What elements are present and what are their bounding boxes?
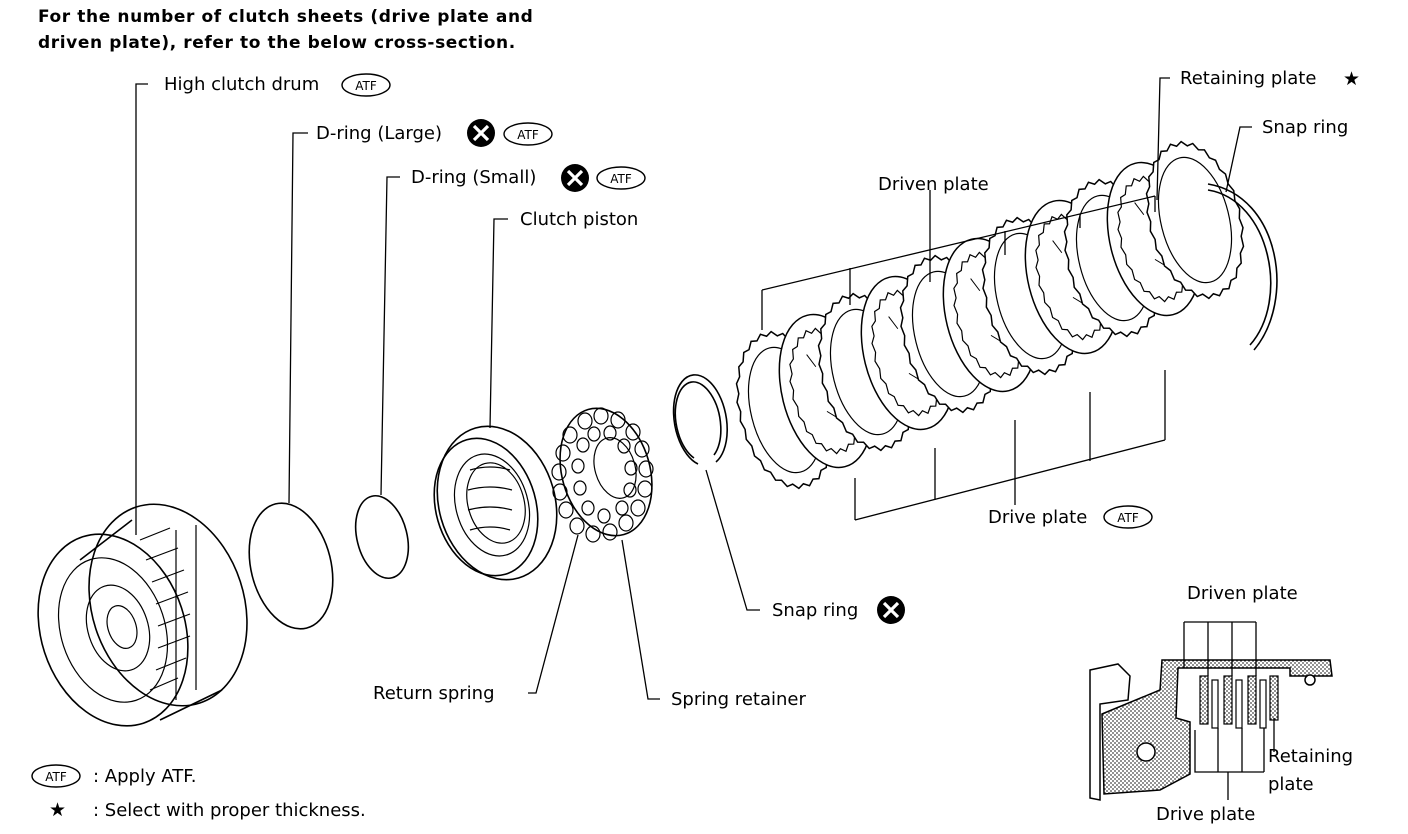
label-spring-retainer: Spring retainer <box>671 689 806 710</box>
label-drive-plate: Drive plate <box>988 507 1087 528</box>
d-ring-small-part <box>354 495 410 579</box>
leader-d-ring-large <box>288 132 308 504</box>
legend: ATF : Apply ATF. ★ : Select with proper … <box>31 764 366 821</box>
leader-clutch-piston <box>489 218 508 429</box>
label-d-ring-small: D-ring (Small) <box>411 167 536 188</box>
label-snap-ring-mid: Snap ring <box>772 600 858 621</box>
label-driven-plate: Driven plate <box>878 174 989 195</box>
atf-badge-icon: ATF <box>341 73 391 97</box>
svg-text:ATF: ATF <box>1117 511 1139 525</box>
leader-retaining-plate <box>1156 77 1170 201</box>
label-high-clutch-drum: High clutch drum <box>164 74 319 95</box>
header-note-line1: For the number of clutch sheets (drive p… <box>38 7 534 27</box>
legend-star-text: : Select with proper thickness. <box>93 800 366 821</box>
snap-ring-top-part <box>1207 189 1272 346</box>
return-spring-assembly-part <box>551 407 654 543</box>
cross-section-inset <box>1089 621 1333 801</box>
label-clutch-piston: Clutch piston <box>520 209 638 230</box>
replace-x-icon <box>877 596 905 624</box>
atf-badge-icon: ATF <box>503 122 553 146</box>
label-d-ring-large: D-ring (Large) <box>316 123 442 144</box>
clutch-pack-part <box>735 140 1245 490</box>
leader-snap-ring-mid <box>705 469 760 611</box>
drive-plate-bracket <box>854 370 1166 521</box>
cs-label-driven-plate: Driven plate <box>1187 583 1298 604</box>
leader-high-clutch-drum <box>135 83 148 535</box>
clutch-piston-part <box>433 425 558 581</box>
svg-text:ATF: ATF <box>355 79 377 93</box>
leader-d-ring-small <box>380 176 400 496</box>
snap-ring-mid-part <box>672 374 728 465</box>
cs-label-retaining-plate-2: plate <box>1268 774 1314 795</box>
atf-badge-icon: ATF <box>1103 505 1153 529</box>
label-return-spring: Return spring <box>373 683 495 704</box>
legend-atf-text: : Apply ATF. <box>93 766 196 787</box>
atf-badge-icon: ATF <box>31 764 81 788</box>
legend-star-icon: ★ <box>49 799 66 821</box>
atf-badge-icon: ATF <box>596 166 646 190</box>
header-note-line2: driven plate), refer to the below cross-… <box>38 33 516 53</box>
high-clutch-drum-part <box>37 503 248 727</box>
leader-snap-ring-top <box>1225 126 1252 193</box>
cs-label-drive-plate: Drive plate <box>1156 804 1255 825</box>
label-snap-ring-top: Snap ring <box>1262 117 1348 138</box>
driven-plate-bracket <box>761 190 1156 330</box>
replace-x-icon <box>561 164 589 192</box>
svg-text:ATF: ATF <box>610 172 632 186</box>
leader-return-spring <box>528 534 579 694</box>
label-retaining-plate: Retaining plate <box>1180 68 1316 89</box>
leader-spring-retainer <box>621 539 660 700</box>
cs-label-retaining-plate-1: Retaining <box>1268 746 1353 767</box>
drive-plate-part <box>1145 140 1245 300</box>
star-icon: ★ <box>1343 68 1360 90</box>
svg-text:ATF: ATF <box>517 128 539 142</box>
replace-x-icon <box>467 119 495 147</box>
svg-text:ATF: ATF <box>45 770 67 784</box>
d-ring-large-part <box>248 502 334 630</box>
